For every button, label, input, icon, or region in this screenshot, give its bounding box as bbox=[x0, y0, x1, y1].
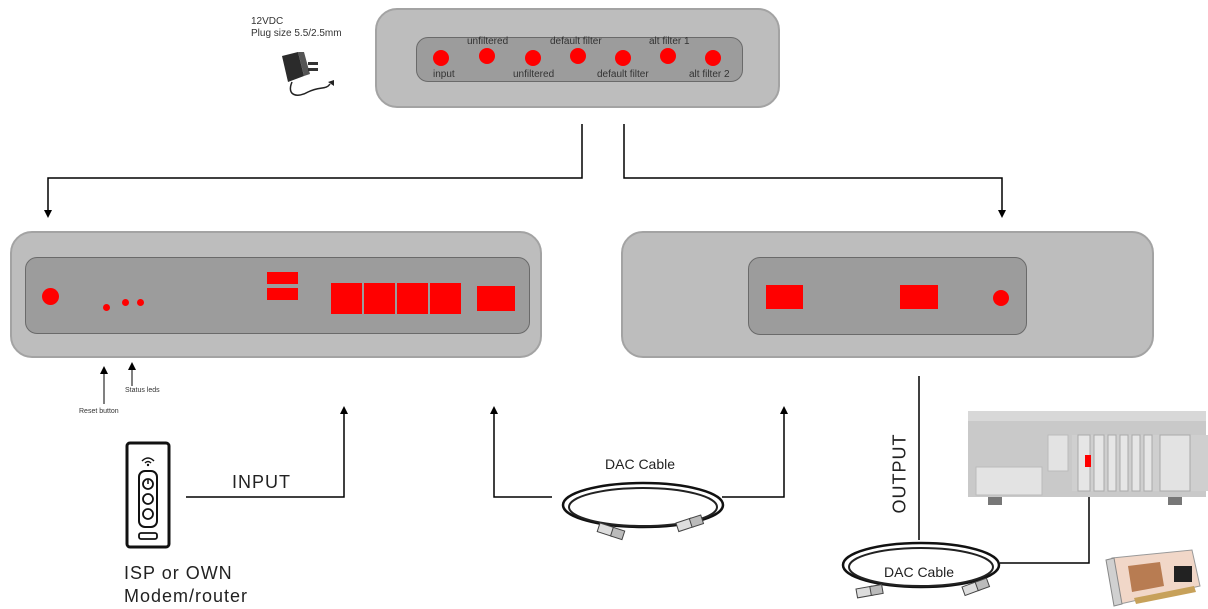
modem-icon bbox=[125, 441, 171, 549]
led-default-filter-1 bbox=[570, 48, 586, 64]
router-port-3 bbox=[397, 283, 428, 314]
dac-left-arrow bbox=[490, 406, 552, 498]
led-unfiltered-2 bbox=[525, 50, 541, 66]
led-label-unfiltered-1: unfiltered bbox=[467, 36, 509, 47]
output-label: OUTPUT bbox=[889, 433, 910, 514]
led-input bbox=[433, 50, 449, 66]
led-unfiltered-1 bbox=[479, 48, 495, 64]
modem-caption-line2: Modem/router bbox=[124, 586, 249, 606]
router-port-2 bbox=[364, 283, 395, 314]
status-leds-label: Status leds bbox=[125, 387, 160, 394]
reset-button-label: Reset button bbox=[79, 408, 119, 415]
status-led-3 bbox=[137, 299, 144, 306]
dac-cable-2-label: DAC Cable bbox=[884, 564, 955, 580]
led-label-unfiltered-2: unfiltered bbox=[513, 69, 555, 80]
converter-port-right bbox=[900, 285, 938, 309]
network-card-icon bbox=[1105, 549, 1201, 607]
reset-button-led bbox=[42, 288, 59, 305]
led-alt-filter-2 bbox=[705, 50, 721, 66]
led-label-alt-filter-1: alt filter 1 bbox=[649, 36, 690, 47]
power-spec-line2: Plug size 5.5/2.5mm bbox=[251, 28, 342, 39]
router-port-4 bbox=[430, 283, 461, 314]
media-converter-device bbox=[621, 231, 1154, 358]
input-arrow bbox=[186, 406, 348, 498]
dac-cable-1-icon bbox=[561, 481, 725, 541]
media-converter-panel bbox=[748, 257, 1027, 335]
status-led-2 bbox=[122, 299, 129, 306]
led-label-default-filter-1: default filter bbox=[550, 36, 602, 47]
router-port-uplink bbox=[477, 286, 515, 311]
led-default-filter-2 bbox=[615, 50, 631, 66]
router-port-1 bbox=[331, 283, 362, 314]
modem-caption-line1: ISP or OWN bbox=[124, 563, 233, 583]
router-panel bbox=[25, 257, 530, 334]
power-adapter-icon bbox=[282, 52, 334, 96]
switch-device: input unfiltered unfiltered default filt… bbox=[375, 8, 780, 108]
pc-chassis-icon bbox=[968, 411, 1208, 505]
dac2-to-pc-arrow bbox=[1000, 468, 1093, 564]
switch-led-panel: input unfiltered unfiltered default filt… bbox=[416, 36, 743, 82]
switch-to-router-arrow bbox=[44, 124, 583, 218]
led-alt-filter-1 bbox=[660, 48, 676, 64]
input-label: INPUT bbox=[232, 472, 291, 492]
dac-cable-2-icon bbox=[841, 541, 1001, 599]
converter-led bbox=[993, 290, 1009, 306]
dac-right-arrow bbox=[722, 406, 788, 498]
led-label-alt-filter-2: alt filter 2 bbox=[689, 69, 730, 80]
status-led-1 bbox=[103, 304, 110, 311]
dac-cable-1-label: DAC Cable bbox=[605, 456, 676, 472]
router-port-small-1 bbox=[267, 272, 298, 284]
router-device bbox=[10, 231, 542, 358]
router-port-small-2 bbox=[267, 288, 298, 300]
power-spec-line1: 12VDC bbox=[251, 16, 284, 27]
switch-to-device-arrow bbox=[623, 124, 1006, 218]
led-label-input: input bbox=[433, 69, 455, 80]
led-label-default-filter-2: default filter bbox=[597, 69, 649, 80]
converter-port-left bbox=[766, 285, 803, 309]
